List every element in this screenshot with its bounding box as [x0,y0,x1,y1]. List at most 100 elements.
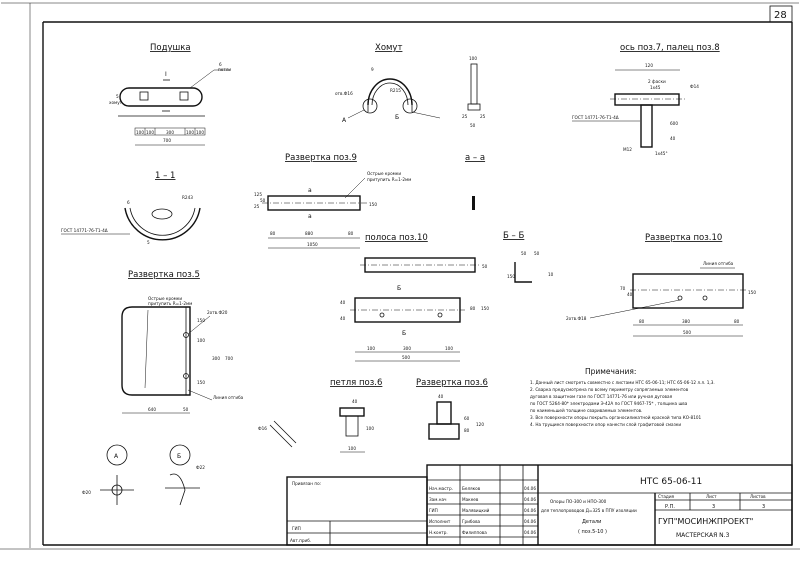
svg-text:640: 640 [148,407,156,412]
svg-text:Лист: Лист [706,494,717,499]
title-podushka: Подушка [150,43,191,53]
svg-text:М12: М12 [623,147,632,152]
svg-text:100: 100 [445,346,453,351]
svg-text:2 фаски: 2 фаски [648,79,666,84]
svg-text:100: 100 [146,130,154,135]
svg-text:Малявицкий: Малявицкий [462,508,490,513]
organization: ГУП"МОСИНЖПРОЕКТ" [658,517,753,526]
svg-text:R215: R215 [390,88,401,93]
svg-text:притупить R=1-2мм: притупить R=1-2мм [148,301,192,306]
svg-text:150: 150 [197,318,205,323]
svg-text:3: 3 [712,504,715,510]
svg-text:хомут: хомут [109,100,123,105]
title-section-bb: Б – Б [503,231,524,241]
svg-text:Острые кромки: Острые кромки [148,296,182,301]
svg-text:2отв.Ф20: 2отв.Ф20 [207,310,228,315]
svg-text:04.06: 04.06 [524,508,536,513]
svg-text:120: 120 [476,422,484,427]
svg-text:50: 50 [260,198,266,203]
svg-text:Б: Б [177,453,181,460]
svg-text:Б: Б [395,114,399,121]
svg-text:300: 300 [212,356,220,361]
svg-text:a: a [308,213,312,220]
title-os-palets: ось поз.7, палец поз.8 [620,43,720,53]
svg-text:Зам.нач: Зам.нач [429,497,447,502]
drawing-code: НТС 65-06-11 [640,477,702,487]
svg-text:Ф22: Ф22 [196,465,205,470]
view-section-1-1: 1 – 1 R243 6 5 ГОСТ 14771-76-Т1-4Δ [61,171,201,245]
svg-text:по наименьшей толщине сваривае: по наименьшей толщине свариваемых элемен… [530,408,642,413]
svg-text:150: 150 [481,306,489,311]
svg-text:Исполнит: Исполнит [429,519,451,524]
view-polosa10: полоса поз.10 50 Б 40 40 80 150 Б 100 30… [340,233,489,362]
title-section-aa: а – а [465,153,485,163]
svg-text:9: 9 [371,67,374,72]
view-razvertka6: Развертка поз.6 40 60 80 120 [416,378,488,440]
svg-text:80: 80 [348,231,354,236]
svg-text:1050: 1050 [307,242,318,247]
svg-text:Н.контр.: Н.контр. [429,530,448,535]
view-razvertka5: Развертка поз.5 Острые кромки притупить … [121,270,244,414]
svg-text:5: 5 [116,94,119,99]
svg-text:150: 150 [748,290,756,295]
view-section-bb: Б – Б 50 50 10 150 [503,231,554,283]
svg-text:Детали: Детали [582,519,601,525]
view-section-aa: а – а [465,153,485,210]
svg-text:a: a [308,187,312,194]
svg-text:МАСТЕРСКАЯ N.3: МАСТЕРСКАЯ N.3 [676,532,730,539]
svg-text:Листов: Листов [750,494,766,499]
svg-text:150: 150 [507,274,515,279]
svg-text:150: 150 [369,202,377,207]
svg-text:притупить R=1-2мм: притупить R=1-2мм [367,177,411,182]
svg-text:70: 70 [620,286,626,291]
title-khomut: Хомут [375,43,402,53]
view-razvertka10: Развертка поз.10 Линия отгиба 2отв.Ф18 4… [566,233,756,337]
svg-text:500: 500 [402,355,410,360]
svg-text:1х45°: 1х45° [655,151,668,156]
svg-text:880: 880 [305,231,313,236]
svg-text:150: 150 [197,380,205,385]
svg-text:1х45: 1х45 [650,85,661,90]
svg-text:Ф16: Ф16 [258,426,267,431]
svg-text:Беляков: Беляков [462,486,481,491]
svg-text:Б: Б [397,285,401,292]
svg-text:100: 100 [197,338,205,343]
svg-text:R243: R243 [182,195,193,200]
view-node-b: Б Ф22 [165,444,205,506]
svg-text:1. Данный лист смотреть совмес: 1. Данный лист смотреть совместно с лист… [530,380,715,385]
view-razvertka9: Развертка поз.9 Острые кромки притупить … [254,153,411,249]
svg-text:Стадия: Стадия [658,494,675,499]
svg-text:80: 80 [270,231,276,236]
svg-text:100: 100 [366,426,374,431]
svg-text:4. На трущиеся поверхности опо: 4. На трущиеся поверхности опор нанести … [530,422,681,427]
title-razvertka10: Развертка поз.10 [645,233,722,243]
svg-text:50: 50 [482,264,488,269]
svg-text:Ф20: Ф20 [82,490,91,495]
title-razvertka9: Развертка поз.9 [285,153,357,163]
svg-text:( поз.5-10 ): ( поз.5-10 ) [578,529,607,535]
svg-text:6: 6 [219,62,222,67]
svg-text:80: 80 [464,428,470,433]
svg-text:5: 5 [147,240,150,245]
svg-text:40: 40 [670,136,676,141]
svg-text:120: 120 [645,63,653,68]
svg-text:ГИП: ГИП [429,508,438,513]
title-section-1-1: 1 – 1 [155,171,175,181]
svg-text:Привязан по:: Привязан по: [292,481,321,486]
title-polosa10: полоса поз.10 [365,233,428,243]
svg-text:2. Сварка предусмотрена по все: 2. Сварка предусмотрена по всему перимет… [530,387,689,392]
svg-text:ГОСТ 14771-76-Т1-4Δ: ГОСТ 14771-76-Т1-4Δ [572,115,619,120]
svg-text:для теплопроводов Д=325 в ППУ: для теплопроводов Д=325 в ППУ изоляции [541,508,637,513]
svg-text:80: 80 [470,306,476,311]
svg-text:50: 50 [470,123,476,128]
view-podushka: Подушка I 6 петли 5 хомут 100 100 300 10… [109,43,231,146]
svg-text:Линия отгиба: Линия отгиба [703,261,734,266]
svg-text:40: 40 [340,316,346,321]
svg-text:04.06: 04.06 [524,486,536,491]
svg-text:50: 50 [534,251,540,256]
svg-text:04.06: 04.06 [524,497,536,502]
view-node-a: А Ф20 [82,444,134,505]
svg-text:ГОСТ 14771-76-Т1-4Δ: ГОСТ 14771-76-Т1-4Δ [61,228,108,233]
svg-text:А: А [342,117,347,124]
svg-text:100: 100 [469,56,477,61]
